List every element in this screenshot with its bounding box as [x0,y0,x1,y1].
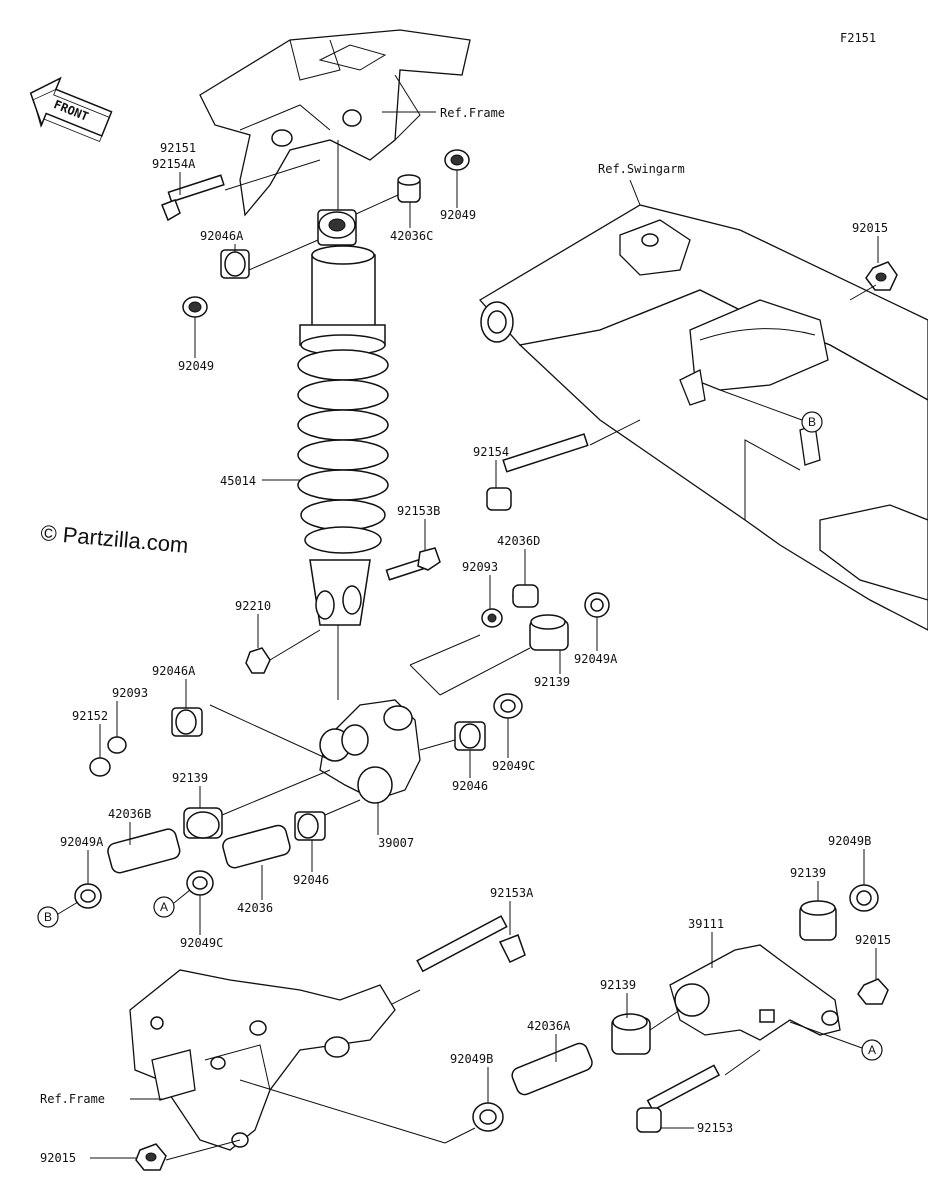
nut-92015-top [865,261,898,291]
part-label: 92049B [828,834,871,848]
part-label: 42036A [527,1019,571,1033]
seal-92049-left [182,296,208,318]
part-label: 39007 [378,836,414,850]
part-label: 92015 [852,221,888,235]
bearing-92046-low [294,811,326,841]
part-label: 92015 [40,1151,76,1165]
part-label: 92049A [60,835,104,849]
washer-92152 [89,757,111,777]
shock-absorber [297,209,389,626]
svg-text:B: B [44,910,52,924]
nut-92015-right [857,978,889,1005]
part-label: 92153 [697,1121,733,1135]
seal-92049a-right [584,592,610,618]
part-label: 45014 [220,474,256,488]
part-label: 92049 [178,359,214,373]
collar-92139-left [183,807,223,839]
collar-92139-link [799,900,837,941]
part-label: 92049C [492,759,535,773]
part-label: 92152 [72,709,108,723]
svg-text:A: A [868,1043,876,1057]
seal-92049b-right [849,884,879,912]
part-label: 92046 [452,779,488,793]
part-label: 92210 [235,599,271,613]
washer-92093-top [481,608,503,628]
bolt-92154 [486,433,589,511]
nut-92015-bottom [135,1143,167,1171]
part-label: 42036B [108,807,151,821]
part-label: 92154 [473,445,509,459]
bearing-92046-right [454,721,486,751]
seal-92049c-right [493,693,523,719]
seal-92049-top [444,149,470,171]
part-label: 92046A [152,664,196,678]
svg-text:A: A [160,900,168,914]
part-label: 39111 [688,917,724,931]
part-label: 92046A [200,229,244,243]
bearing-92046a-top [220,249,250,279]
part-label: 42036 [237,901,273,915]
seal-92049c-left [186,870,214,896]
sleeve-42036b [107,828,181,874]
callout-a-left: A [153,896,175,918]
part-label: 92046 [293,873,329,887]
part-label: 92049B [450,1052,493,1066]
link-39111 [669,944,841,1041]
part-label: 92139 [172,771,208,785]
callout-b-left: B [37,906,59,928]
bolt-92153a [416,915,526,973]
bolt-92153 [636,1064,721,1133]
collar-92139-mid [529,614,569,651]
part-label: 92153A [490,886,534,900]
bolt-92151 [161,174,225,222]
seal-92049b-low [472,1102,504,1132]
part-label: 92151 [160,141,196,155]
part-label: 42036D [497,534,540,548]
ref-swingarm: Ref.Swingarm [598,162,685,176]
ref-frame-top: Ref.Frame [440,106,505,120]
washer-92093-mid [107,736,127,754]
bolt-92153b [385,547,441,581]
part-label: 92093 [462,560,498,574]
part-label: 92093 [112,686,148,700]
watermark: © Partzilla.com [40,520,190,558]
svg-text:B: B [808,415,816,429]
sleeve-42036a [511,1042,593,1096]
part-label: 42036C [390,229,433,243]
part-label: 92139 [534,675,570,689]
part-label: 92154A [152,157,196,171]
bearing-92046a-mid [171,707,203,737]
collar-92139-low [611,1013,651,1055]
ref-frame-bottom: Ref.Frame [40,1092,105,1106]
link-39007 [319,699,421,804]
frame-bottom [129,969,396,1151]
figure-code: F2151 [840,31,876,45]
part-label: 92139 [600,978,636,992]
callout-b-swingarm: B [801,411,823,433]
seal-92049a-left [74,883,102,909]
frame-top [199,29,471,217]
part-label: 92139 [790,866,826,880]
coil-spring [297,349,389,554]
part-label: 92015 [855,933,891,947]
part-label: 92049A [574,652,618,666]
bushing-42036c [397,174,421,203]
part-label: 92049C [180,936,223,950]
swingarm [478,204,928,631]
sleeve-42036 [222,824,291,869]
bushing-42036d [512,584,539,608]
part-label: 92049 [440,208,476,222]
nut-92210 [245,647,271,674]
callout-a-right: A [861,1039,883,1061]
front-arrow-icon: FRONT [29,76,113,143]
part-label: 92153B [397,504,440,518]
